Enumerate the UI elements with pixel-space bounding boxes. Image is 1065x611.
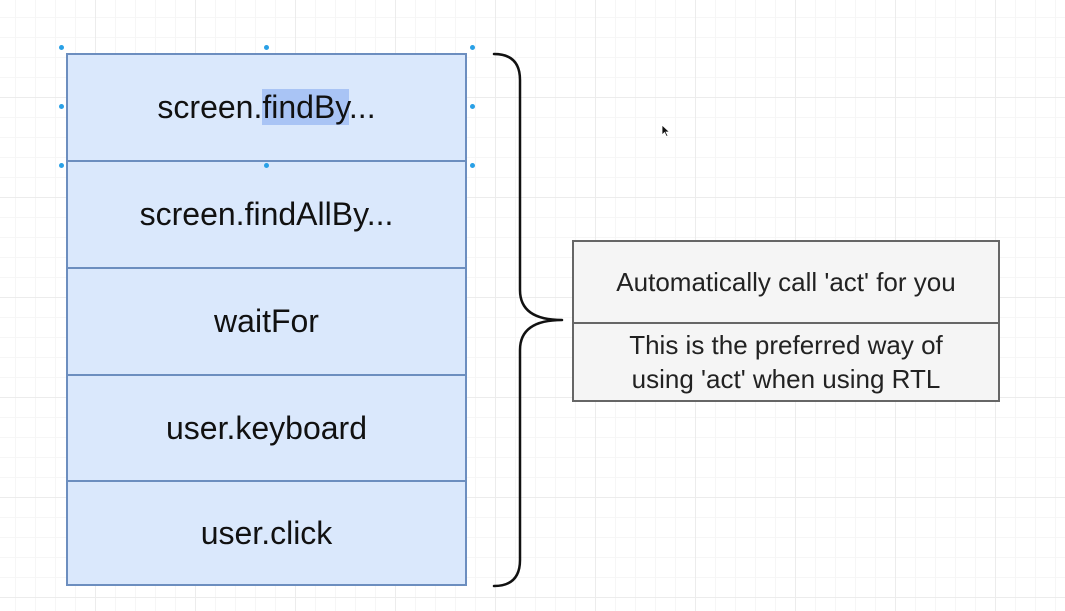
method-cell-waitfor[interactable]: waitFor <box>68 267 465 374</box>
curly-brace[interactable] <box>490 50 580 595</box>
mouse-pointer-icon <box>661 124 671 138</box>
method-cell-click[interactable]: user.click <box>68 480 465 584</box>
method-label-findallby: screen.findAllBy... <box>139 196 394 232</box>
selection-handle-bottom-center[interactable] <box>264 163 269 168</box>
method-label-findby: screen.findBy... <box>157 89 376 125</box>
selection-handle-middle-right[interactable] <box>470 104 475 109</box>
method-label-keyboard: user.keyboard <box>165 409 367 446</box>
method-stack[interactable]: screen.findBy... screen.findAllBy... wai… <box>66 53 467 586</box>
info-box[interactable]: Automatically call 'act' for you This is… <box>572 240 1000 402</box>
method-label-click: user.click <box>200 514 333 551</box>
info-row-preferred-way[interactable]: This is the preferred way of using 'act'… <box>574 322 998 400</box>
selection-handle-top-center[interactable] <box>264 45 269 50</box>
selection-handle-top-right[interactable] <box>470 45 475 50</box>
selection-handle-top-left[interactable] <box>59 45 64 50</box>
method-label-waitfor: waitFor <box>214 303 319 339</box>
method-cell-keyboard[interactable]: user.keyboard <box>68 374 465 480</box>
selection-handle-bottom-right[interactable] <box>470 163 475 168</box>
text-selection-highlight: findBy <box>262 89 349 125</box>
selection-handle-middle-left[interactable] <box>59 104 64 109</box>
info-text-preferred-way: This is the preferred way of using 'act'… <box>629 330 943 394</box>
method-cell-findby[interactable]: screen.findBy... <box>68 55 465 160</box>
info-row-auto-act[interactable]: Automatically call 'act' for you <box>574 242 998 322</box>
info-text-auto-act: Automatically call 'act' for you <box>616 267 956 297</box>
method-cell-findallby[interactable]: screen.findAllBy... <box>68 160 465 267</box>
selection-handle-bottom-left[interactable] <box>59 163 64 168</box>
